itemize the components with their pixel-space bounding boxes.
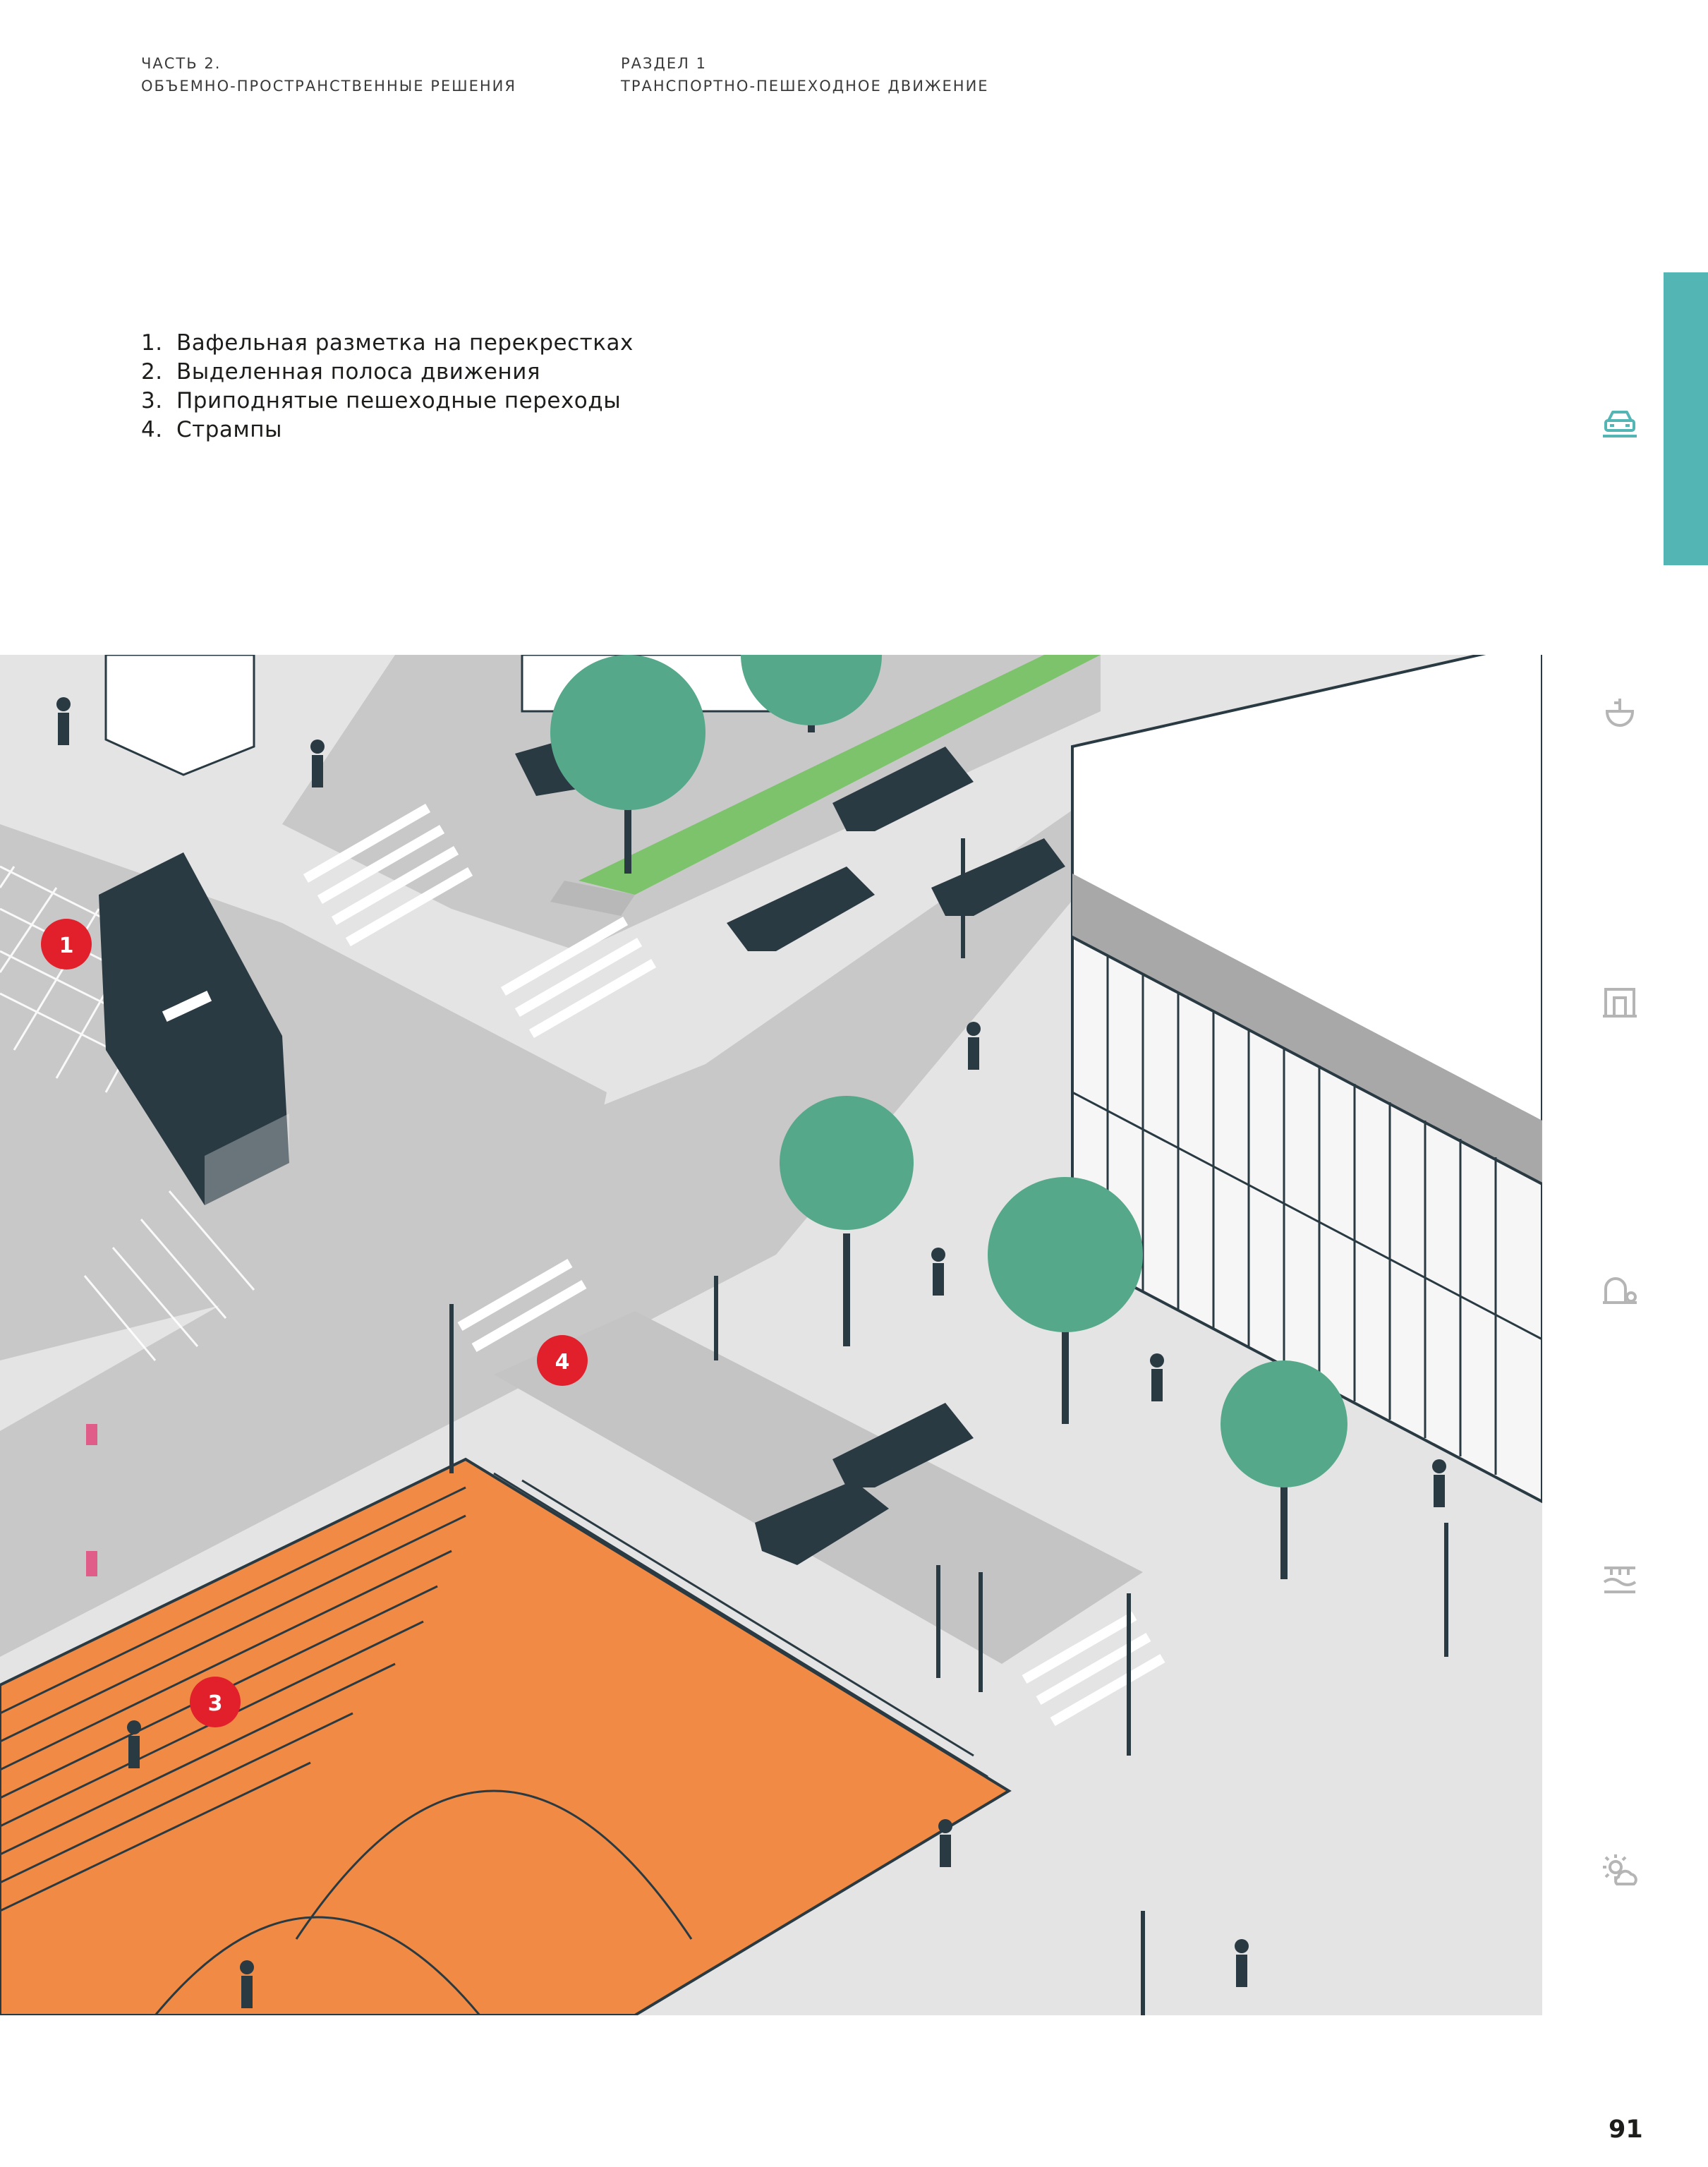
legend-list: 1.Вафельная разметка на перекрестках 2.В… <box>141 329 634 445</box>
weather-icon[interactable] <box>1600 1852 1640 1891</box>
car-icon[interactable] <box>1600 404 1640 443</box>
building-icon[interactable] <box>1600 982 1640 1022</box>
bus <box>99 852 289 1205</box>
trees <box>550 655 1347 1579</box>
crosswalks <box>303 803 1165 1727</box>
svg-text:3: 3 <box>208 1691 223 1716</box>
section-label: РАЗДЕЛ 1 <box>621 55 707 72</box>
part-label: ЧАСТЬ 2. <box>141 55 222 72</box>
street-illustration: 1 4 3 <box>0 655 1542 2015</box>
legend-item: 2.Выделенная полоса движения <box>141 359 540 385</box>
cars <box>515 740 1065 1565</box>
legend-item: 1.Вафельная разметка на перекрестках <box>141 330 634 356</box>
playground-icon[interactable] <box>1600 1270 1640 1310</box>
svg-text:4: 4 <box>555 1350 570 1375</box>
dedicated-lane <box>579 655 1101 895</box>
page-number: 91 <box>1609 2115 1643 2144</box>
svg-text:1: 1 <box>59 934 74 958</box>
street-poles <box>449 838 1448 2015</box>
orange-plaza <box>0 1457 1012 2015</box>
part-title: ОБЪЕМНО-ПРОСТРАНСТВЕННЫЕ РЕШЕНИЯ <box>141 78 516 95</box>
running-header-section: РАЗДЕЛ 1 ТРАНСПОРТНО-ПЕШЕХОДНОЕ ДВИЖЕНИЕ <box>621 52 989 97</box>
section-tab[interactable] <box>1664 272 1708 565</box>
marker-3: 3 <box>190 1677 241 1727</box>
legend-item: 4.Стрампы <box>141 417 283 442</box>
marker-4: 4 <box>537 1335 588 1386</box>
marker-1: 1 <box>41 919 92 970</box>
building-top-left <box>104 655 255 776</box>
running-header-part: ЧАСТЬ 2. ОБЪЕМНО-ПРОСТРАНСТВЕННЫЕ РЕШЕНИ… <box>141 52 516 97</box>
water-icon[interactable] <box>1600 1561 1640 1600</box>
plaza-steps <box>0 1472 988 2015</box>
section-title: ТРАНСПОРТНО-ПЕШЕХОДНОЕ ДВИЖЕНИЕ <box>621 78 989 95</box>
pedestrians <box>56 697 1446 2008</box>
bench-icon[interactable] <box>1600 693 1640 732</box>
legend-item: 3.Приподнятые пешеходные переходы <box>141 388 622 414</box>
